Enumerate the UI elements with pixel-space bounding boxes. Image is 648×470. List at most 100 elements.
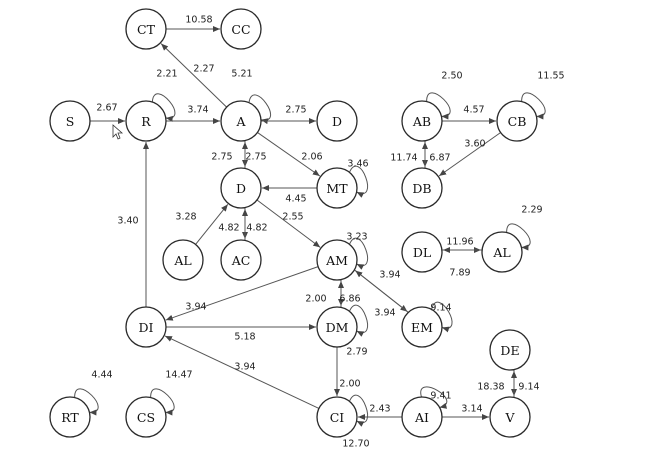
node-circle — [316, 239, 358, 281]
node-ct: CT — [125, 8, 167, 50]
node-circle — [316, 396, 358, 438]
edge-ci-ci — [348, 394, 369, 427]
edge-weight-de-v: 18.38 — [477, 382, 504, 393]
node-label: DE — [500, 343, 519, 358]
edge-weight-r-a: 3.74 — [187, 105, 208, 116]
edge-weight-am-am: 3.23 — [346, 232, 367, 243]
edge-weight-a-d1: 2.75 — [285, 105, 306, 116]
node-circle — [125, 8, 167, 50]
edge-weight-a-mt: 2.06 — [301, 152, 322, 163]
node-label: DI — [139, 320, 154, 335]
edge-weight-d-ac: 4.82 — [218, 223, 239, 234]
edge-weight-al2-dl: 7.89 — [449, 268, 470, 279]
edge-weight-ci-di: 3.94 — [234, 362, 255, 373]
node-ac: AC — [220, 239, 262, 281]
edge-weight-ac-d: 4.82 — [246, 223, 267, 234]
edge-weight-ai-v: 3.14 — [461, 404, 482, 415]
edge-weight-am-em: 3.94 — [379, 270, 400, 281]
node-label: AM — [325, 253, 348, 268]
node-label: R — [141, 114, 151, 129]
edge-weight-di-dm: 5.18 — [234, 332, 255, 343]
mouse-cursor — [112, 124, 124, 140]
node-label: DB — [412, 181, 431, 196]
node-label: D — [332, 114, 342, 129]
node-dm: DM — [316, 306, 358, 348]
cursor-arrow-icon — [112, 124, 124, 140]
edge-weight-dl-al2: 11.96 — [446, 237, 473, 248]
node-circle — [162, 239, 204, 281]
node-label: AB — [412, 114, 431, 129]
edge-weight-ab-db: 11.74 — [390, 153, 417, 164]
edge-em-am — [355, 270, 409, 313]
node-circle — [401, 396, 443, 438]
node-label: AL — [173, 253, 191, 268]
edges-layer — [74, 26, 546, 427]
edge-weight-db-ab: 6.87 — [429, 153, 450, 164]
node-label: AL — [492, 245, 510, 260]
node-em: EM — [401, 306, 443, 348]
edge-cb-db — [438, 132, 501, 177]
node-circle — [401, 306, 443, 348]
node-circle — [220, 8, 262, 50]
edge-weight-v-de: 9.14 — [518, 382, 539, 393]
node-circle — [220, 100, 262, 142]
edge-al2-al2 — [506, 223, 531, 251]
edge-weight-mt-mt: 3.46 — [347, 159, 368, 170]
node-circle — [481, 231, 523, 273]
edge-weight-am-di: 3.94 — [185, 302, 206, 313]
node-circle — [220, 167, 262, 209]
edge-weight-em-em: 9.14 — [430, 303, 451, 314]
edge-weight-a-a: 5.21 — [231, 69, 252, 80]
edge-weight-d-am: 2.55 — [282, 212, 303, 223]
edge-weight-cb-cb: 11.55 — [537, 71, 564, 82]
node-label: D — [236, 181, 246, 196]
node-dl: DL — [401, 231, 443, 273]
node-v: V — [489, 396, 531, 438]
edge-ai-ai — [420, 386, 448, 409]
node-d: D — [220, 167, 262, 209]
edge-weight-al-d: 3.28 — [175, 212, 196, 223]
node-circle — [316, 167, 358, 209]
edge-ci-di — [164, 335, 320, 409]
node-label: EM — [411, 320, 433, 335]
node-label: CS — [137, 410, 155, 425]
node-cc: CC — [220, 8, 262, 50]
edge-weight-a-ct: 2.27 — [193, 64, 214, 75]
edge-weight-em-am: 3.94 — [374, 308, 395, 319]
node-a: A — [220, 100, 262, 142]
node-label: MT — [326, 181, 348, 196]
edge-weight-mt-d: 4.45 — [285, 194, 306, 205]
node-label: DM — [326, 320, 349, 335]
node-label: AC — [231, 253, 251, 268]
edge-weight-d-a: 2.75 — [245, 152, 266, 163]
edge-weight-ct-cc: 10.58 — [185, 15, 212, 26]
node-d1: D — [316, 100, 358, 142]
node-label: CI — [330, 410, 345, 425]
node-rt: RT — [49, 396, 91, 438]
node-label: RT — [61, 410, 79, 425]
edge-cb-cb — [521, 92, 546, 120]
node-circle — [220, 239, 262, 281]
node-di: DI — [125, 306, 167, 348]
node-circle — [401, 231, 443, 273]
edge-weight-ci-ci: 12.70 — [342, 439, 369, 450]
node-ab: AB — [401, 100, 443, 142]
node-label: A — [235, 114, 246, 129]
node-circle — [49, 100, 91, 142]
edge-a-a — [248, 94, 272, 125]
node-cb: CB — [496, 100, 538, 142]
node-de: DE — [489, 329, 531, 371]
node-label: CB — [508, 114, 527, 129]
node-circle — [489, 329, 531, 371]
edge-weight-ab-cb: 4.57 — [463, 105, 484, 116]
node-circle — [125, 100, 167, 142]
edge-weight-ab-ab: 2.50 — [441, 71, 462, 82]
node-circle — [49, 396, 91, 438]
edge-weight-dm-dm: 2.79 — [346, 347, 367, 358]
edge-am-di — [165, 266, 319, 321]
edge-weight-cs-cs: 14.47 — [165, 370, 192, 381]
node-circle — [401, 100, 443, 142]
edge-weight-s-r: 2.67 — [96, 103, 117, 114]
